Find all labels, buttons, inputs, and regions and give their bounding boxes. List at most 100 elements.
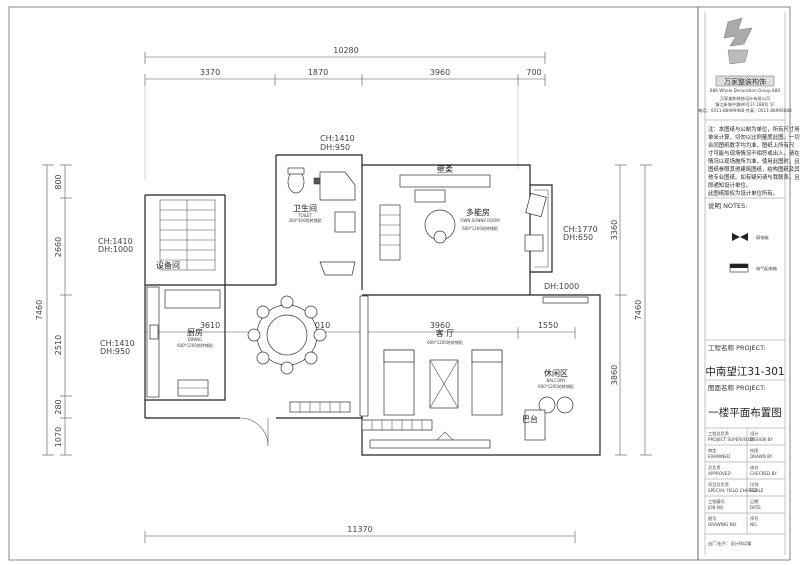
dim-bottom-seg-2: 2010 [310,321,330,330]
dim-top-total: 10280 [333,46,358,55]
row5-b2: DATE [750,505,761,510]
dim-bottom-seg-1: 3610 [200,321,220,330]
multi-label: 多能房 [466,207,490,217]
equip-label: 设备间 [156,260,180,270]
row5-a2: JOB NO. [707,505,724,510]
row3-b: 核对 [750,464,758,471]
row1-b: 设计 [750,430,758,437]
company-logo-icon [715,17,775,87]
title-block: 万家整装构饰 886 Whole Decoration Group 886 万家… [697,7,800,560]
weak-current-box-icon [732,233,748,241]
title-footer: 出厂/出手：设计师ぱ编 [708,540,751,547]
electric-panel-icon [729,263,749,273]
bathroom-fixtures [287,167,356,276]
row2-a2: EXAMINED [708,454,730,459]
dim-left-seg-1: 800 [54,174,63,189]
dim-right-seg-1: 3360 [610,220,619,240]
drawing-name: 一楼平面布置图 [708,406,782,419]
row4-b2: SCALE [750,488,764,493]
row5-a: 工程编号 [708,498,725,505]
dim-left-seg-3: 2510 [54,335,63,355]
note-line-9: 此图纸版权为设计单位所有。 [708,189,778,197]
row1-b2: DESIGN BY [750,437,773,442]
project-label: 工程名称 PROJECT: [708,343,766,352]
row4-a: 项目总负责 [708,481,729,488]
note-line-4: 寸可能与现场情况不相符或出入，请在 [708,149,800,157]
drawing-frame [8,6,791,561]
kitchen-ch: CH:1410 [100,339,135,348]
row3-a2: APPROVED [708,471,731,476]
note-line-7: 他专业图纸。如有疑问请与我联系，且立 [708,173,800,181]
kitchen-fixtures [146,286,221,398]
drawing-label: 图面名称 PROJECT: [708,383,766,392]
kitchen-label-en: DINING [188,337,203,342]
cabinet-bands [239,295,589,447]
note-line-6: 图纸参照其他建筑图纸，结构图纸及其 [708,165,800,173]
company-cn2: 万家美和装饰设计有限公司 [720,95,770,102]
kitchen-label: 厨房 [187,327,203,337]
row2-b2: DRAWN BY [750,454,773,459]
company-name: 万家整装构饰 [724,77,766,86]
row1-a2: PROJECT SUPERVISOR [708,437,754,442]
leisure-label-en: BALCONY [546,378,566,383]
dim-left-seg-2: 2660 [54,237,63,257]
bar-label: 巴台 [522,414,538,424]
dim-right-seg-2: 3860 [610,365,619,385]
row6-a2: DRAWING NO. [708,522,737,527]
legend-strong: 电气配电箱 [756,265,777,272]
company-tel: 电话：0511-88999988 传真：0511-88990088 [698,107,792,114]
notes-label: 说明 NOTES: [708,201,747,210]
dim-right-total: 7460 [634,300,643,320]
dim-bottom-seg-3: 3960 [430,321,450,330]
right-dh: DH:650 [563,233,593,242]
bath-label-en: TOILET [297,213,313,218]
right-ch: CH:1770 [563,225,598,234]
left-dh: DH:1000 [98,245,133,254]
row2-a: 审定 [708,447,716,454]
living-floor: 600*1200地砖铺贴 [427,339,463,345]
dining-set [247,295,327,375]
multi-label-en: OWN SONNE ROOM [460,218,500,223]
dim-top-seg-4: 700 [526,68,541,77]
row1-a: 工程总负责 [708,430,729,437]
bath-label: 卫生间 [293,203,317,213]
legend-weak: 弱电箱 [756,234,769,241]
info-table-grid [705,428,785,535]
note-line-2: 单米计算，切勿以比例量度此图。一切 [708,133,800,141]
tv-label: 壁柔 [437,164,453,174]
note-line-3: 合同图纸数字均为准，图纸上所有尺 [708,141,795,149]
row6-b: 序号 [750,515,758,522]
dim-left-seg-4: 280 [54,399,63,414]
row3-a: 总负责 [708,464,721,471]
leisure-label: 休闲区 [544,368,568,378]
row4-b: 比例 [750,481,758,488]
note-line-8: 即通知设计单位。 [708,181,751,189]
row6-a: 图号 [708,516,716,522]
walls [144,154,601,456]
dim-bottom-seg-4: 1550 [538,321,558,330]
project-name: 中南望江31-301 [705,365,784,378]
bath-dh: DH:950 [320,143,350,152]
row5-b: 日期 [750,499,758,505]
mid-dh: DH:1000 [544,282,579,291]
company-addr: 镇江新城中路86号1F 188号 1F [715,101,775,108]
kitchen-dh: DH:950 [100,347,130,356]
dim-left-seg-5: 1070 [54,427,63,447]
left-ch: CH:1410 [98,237,133,246]
dim-top-seg-1: 3370 [200,68,220,77]
row6-b2: NO. [750,522,758,527]
dim-top-seg-3: 3960 [430,68,450,77]
kitchen-floor: 600*1200地砖铺贴 [177,342,213,348]
dim-left-total: 7460 [35,300,44,320]
dim-bottom-total: 11370 [347,525,372,534]
leisure-floor: 600*1200地砖铺贴 [538,383,574,389]
row2-b: 绘图 [750,447,758,454]
row3-b2: CHECKED BY [750,471,777,476]
note-line-1: 注：本图纸与公制为单位，所有尺寸用 [708,125,800,133]
company-name-en: 886 Whole Decoration Group 886 [710,88,780,93]
multi-floor: 600*1200地砖铺贴 [462,225,498,231]
bath-ch: CH:1410 [320,134,355,143]
living-label: 客 厅 [436,328,455,338]
row4-a2: SPECIAL FIELD CHARGE [708,488,758,493]
